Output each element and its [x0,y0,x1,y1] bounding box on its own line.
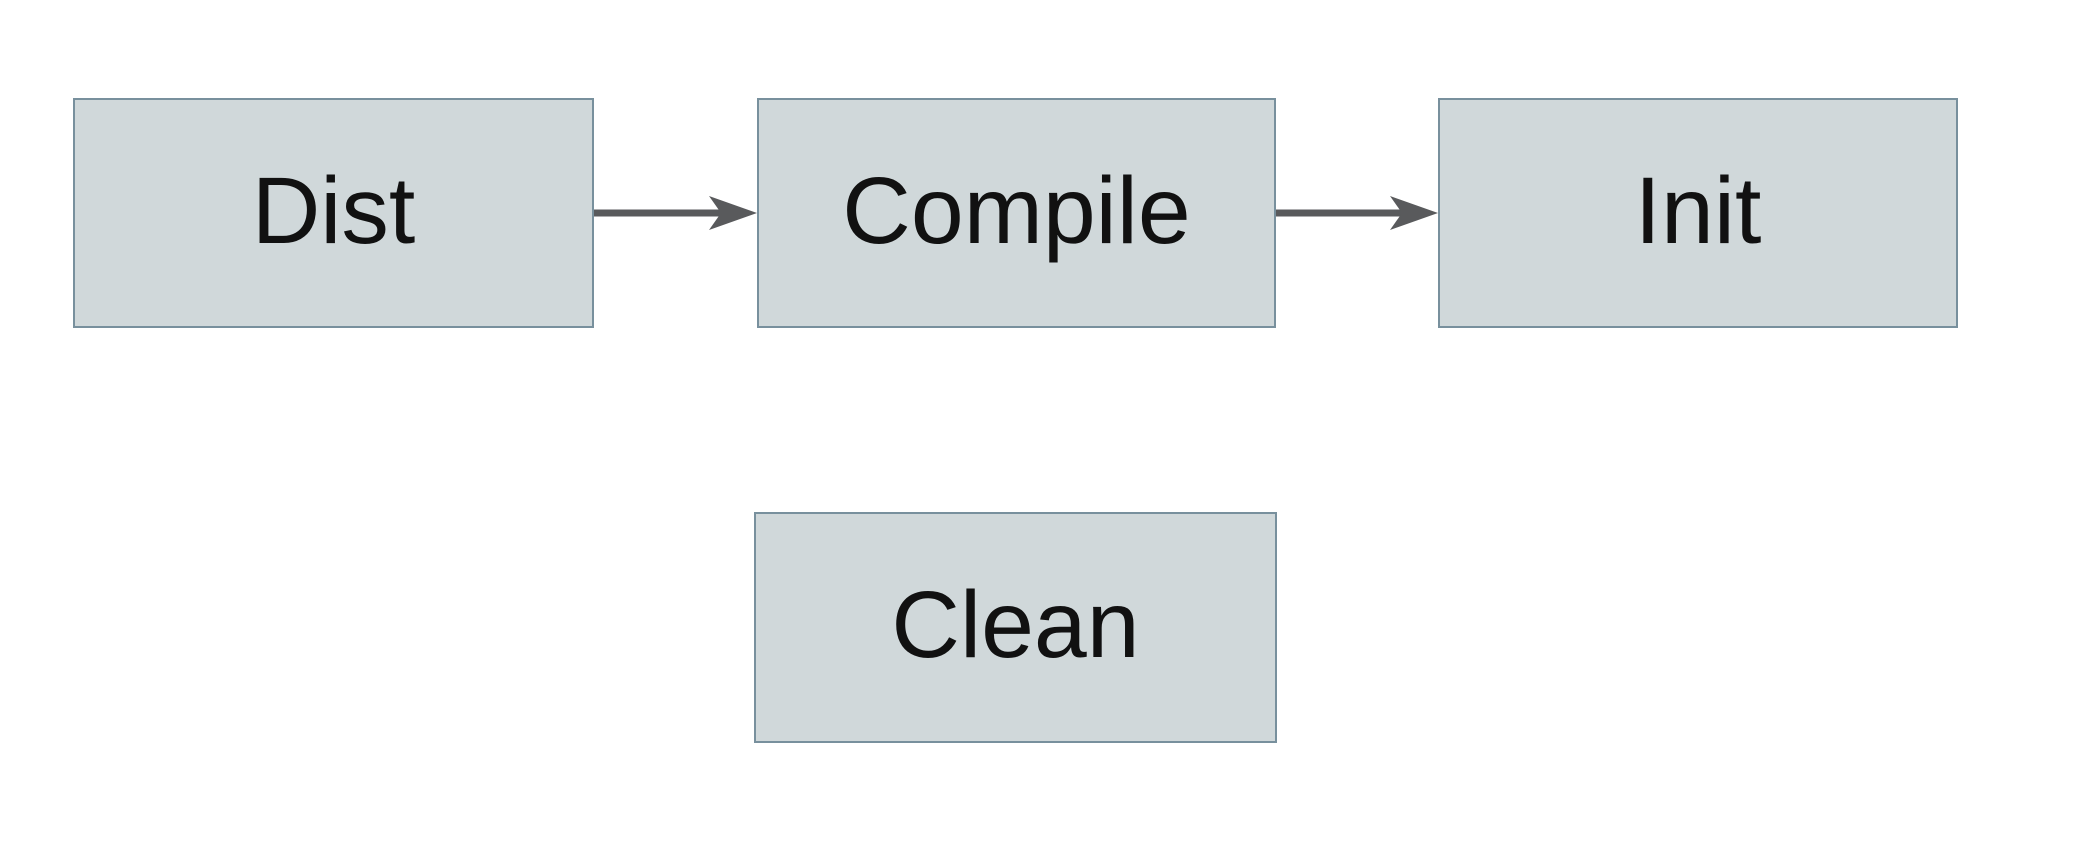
arrowhead-right-icon [1390,196,1438,230]
node-clean: Clean [754,512,1277,743]
arrowhead-right-icon [709,196,757,230]
edge-compile-to-init [1276,196,1438,230]
node-init: Init [1438,98,1958,328]
node-compile-label: Compile [842,157,1191,264]
node-compile: Compile [757,98,1276,328]
node-dist: Dist [73,98,594,328]
node-clean-label: Clean [891,572,1140,678]
node-init-label: Init [1634,157,1762,264]
node-dist-label: Dist [251,157,416,264]
edge-dist-to-compile [594,196,757,230]
